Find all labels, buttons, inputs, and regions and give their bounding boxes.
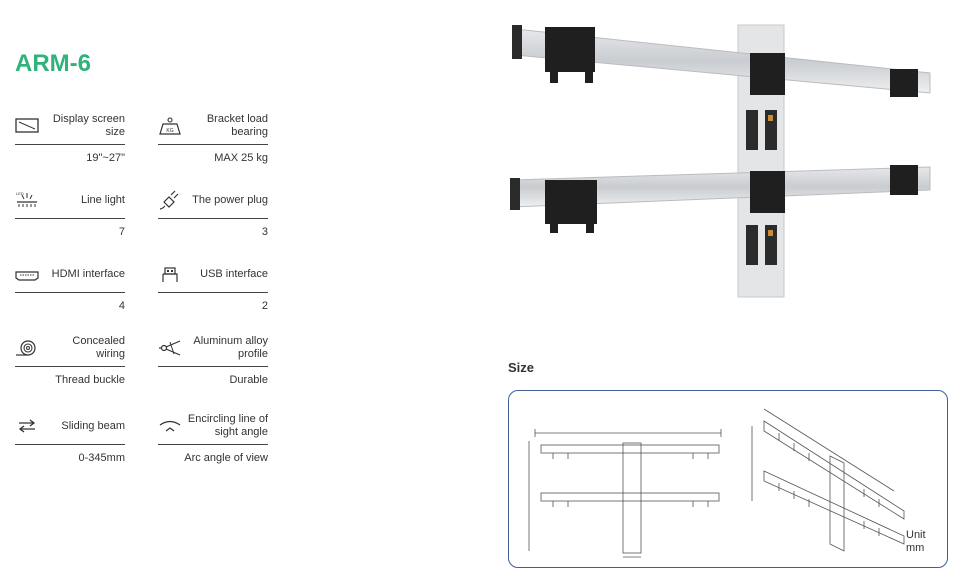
spec-label: HDMI interface [51,267,125,280]
hdmi-icon [15,262,39,286]
weight-kg-icon-text: KG [166,128,173,134]
product-image [510,24,931,298]
spec-value: Arc angle of view [184,452,268,464]
spec-label: The power plug [192,193,268,206]
spec-display-screen-size: Display screen size 19"~27" [15,108,125,164]
spec-label: Sliding beam [61,419,125,432]
spec-value: 7 [118,226,125,238]
spec-bracket-load-bearing: KG Bracket load bearing MAX 25 kg [158,108,268,164]
concealed-wiring-icon [15,336,39,360]
spec-label: Line light [80,193,125,206]
display-screen-icon [15,114,39,138]
spec-usb-interface: USB interface 2 [158,256,268,312]
spec-value: Durable [229,374,268,386]
spec-hdmi-interface: HDMI interface 4 [15,256,125,312]
spec-value: 3 [261,226,268,238]
spec-sliding-beam: Sliding beam 0-345mm [15,408,125,464]
size-diagram-box: Unit mm [508,390,948,568]
unit-label: Unit mm [906,529,926,554]
product-title: ARM-6 [15,50,91,77]
spec-label: Display screen size [52,113,125,138]
spec-label: Encircling line of sight angle [187,413,268,438]
power-plug-icon [158,188,182,212]
spec-label: Concealed wiring [72,335,125,360]
aluminum-profile-icon [158,336,182,360]
spec-aluminum-alloy-profile: Aluminum alloy profile Durable [158,330,268,386]
spec-value: 19"~27" [86,152,125,164]
spec-value: 4 [118,300,125,312]
spec-sight-angle: Encircling line of sight angle Arc angle… [158,408,268,464]
spec-concealed-wiring: Concealed wiring Thread buckle [15,330,125,386]
spec-line-light: LED Line light 7 [15,182,125,238]
spec-label: USB interface [200,267,268,280]
front-dimension-drawing [528,429,722,558]
spec-value: Thread buckle [55,374,125,386]
isometric-dimension-drawing [751,408,905,552]
size-section-title: Size [508,360,535,375]
spec-label: Bracket load bearing [206,113,268,138]
sliding-beam-icon [15,414,39,438]
spec-power-plug: The power plug 3 [158,182,268,238]
spec-value: MAX 25 kg [214,152,268,164]
line-light-icon: LED [15,188,39,212]
sight-angle-icon [158,414,182,438]
spec-label: Aluminum alloy profile [193,335,268,360]
line-light-icon-text: LED [16,191,24,196]
usb-icon [158,262,182,286]
weight-kg-icon: KG [158,114,182,138]
spec-value: 0-345mm [78,452,125,464]
spec-value: 2 [261,300,268,312]
